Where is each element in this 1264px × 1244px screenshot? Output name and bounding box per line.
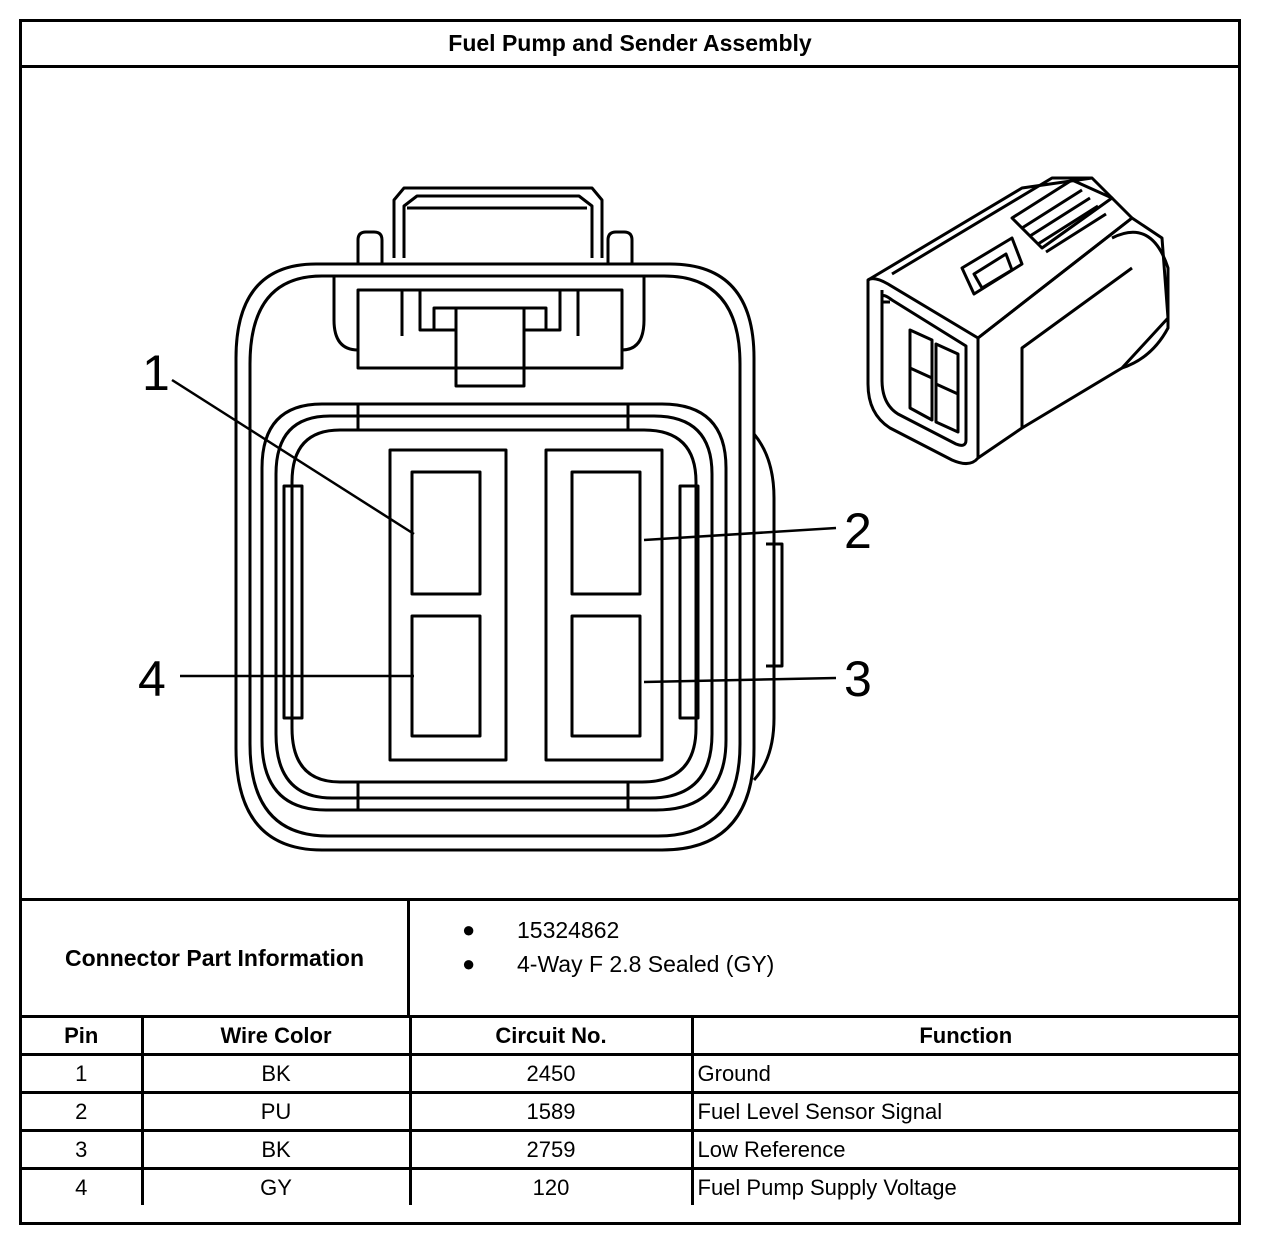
cavity-block-right <box>544 448 664 762</box>
pin-label-1: 1 <box>142 345 170 401</box>
connector-face-drawing: 1 2 3 4 <box>138 176 1170 852</box>
connector-part-information: Connector Part Information ● 15324862 ● … <box>22 898 1238 1018</box>
leader-line-3 <box>643 676 837 684</box>
table-row: 4 GY 120 Fuel Pump Supply Voltage <box>22 1167 1238 1205</box>
cell-function: Ground <box>690 1053 1238 1094</box>
cell-function: Fuel Pump Supply Voltage <box>690 1167 1238 1205</box>
connector-isometric-view <box>866 176 1170 465</box>
ring-ticks <box>356 404 630 810</box>
cell-function: Fuel Level Sensor Signal <box>690 1091 1238 1132</box>
cell-pin: 1 <box>22 1053 144 1094</box>
iso-front-inner <box>880 294 968 447</box>
connector-sheet: Fuel Pump and Sender Assembly <box>19 19 1241 1225</box>
iso-cavities <box>908 328 960 434</box>
leader-line-1 <box>171 378 415 536</box>
header-function: Function <box>690 1018 1238 1056</box>
cell-circuit-no: 2759 <box>408 1129 694 1170</box>
lock-window <box>332 276 646 352</box>
terminal-cavity-3 <box>570 614 642 738</box>
header-circuit-no: Circuit No. <box>408 1018 694 1056</box>
iso-cavity-divider <box>909 366 933 380</box>
latch-nub-left <box>356 230 384 264</box>
side-rib-left <box>282 484 304 720</box>
iso-lock-window-inner <box>972 252 1014 290</box>
lock-tab <box>418 290 562 332</box>
bullet-icon: ● <box>462 917 476 942</box>
connector-info-list: ● 15324862 ● 4-Way F 2.8 Sealed (GY) <box>462 913 774 981</box>
seal-ring-mid <box>274 414 714 800</box>
lock-step <box>400 290 580 336</box>
iso-front-face <box>866 277 980 465</box>
list-item: ● 15324862 <box>462 913 774 947</box>
seal-ring-outer <box>260 402 728 812</box>
seal-ring-inner <box>290 428 698 784</box>
table-row: 3 BK 2759 Low Reference <box>22 1129 1238 1170</box>
terminal-cavity-4 <box>410 614 482 738</box>
pin-label-3: 3 <box>844 651 872 707</box>
table-row: 2 PU 1589 Fuel Level Sensor Signal <box>22 1091 1238 1132</box>
table-header-row: Pin Wire Color Circuit No. Function <box>22 1018 1238 1056</box>
cell-pin: 4 <box>22 1167 144 1205</box>
leader-line-2 <box>643 526 837 542</box>
cell-circuit-no: 2450 <box>408 1053 694 1094</box>
pin-table: Pin Wire Color Circuit No. Function 1 BK… <box>22 1018 1238 1205</box>
lock-window-inner <box>356 290 624 370</box>
connector-description: 4-Way F 2.8 Sealed (GY) <box>517 950 775 977</box>
terminal-cavity-1 <box>410 470 482 596</box>
side-rib-right <box>678 484 700 720</box>
cell-wire-color: GY <box>140 1167 412 1205</box>
header-pin: Pin <box>22 1018 144 1056</box>
iso-notch <box>880 290 890 304</box>
header-wire-color: Wire Color <box>140 1018 412 1056</box>
connector-diagram: 1 2 3 4 <box>22 68 1238 898</box>
part-number: 15324862 <box>517 916 620 943</box>
pin-label-4: 4 <box>138 651 166 707</box>
cell-function: Low Reference <box>690 1129 1238 1170</box>
polarizer-key <box>752 433 776 782</box>
iso-lock-slots <box>1021 188 1107 254</box>
cell-circuit-no: 120 <box>408 1167 694 1205</box>
iso-top-ridge <box>891 176 1092 276</box>
table-row: 1 BK 2450 Ground <box>22 1053 1238 1094</box>
page-title: Fuel Pump and Sender Assembly <box>22 22 1238 68</box>
cell-wire-color: BK <box>140 1129 412 1170</box>
bullet-icon: ● <box>462 951 476 976</box>
polarizer-bracket <box>766 542 784 668</box>
iso-lock-window <box>960 236 1024 296</box>
connector-info-label: Connector Part Information <box>22 901 410 1015</box>
terminal-cavity-2 <box>570 470 642 596</box>
iso-rear-collar <box>1111 230 1170 370</box>
cavity-block-left <box>388 448 508 762</box>
pin-label-2: 2 <box>844 503 872 559</box>
iso-side-inner <box>1020 266 1133 428</box>
cell-pin: 2 <box>22 1091 144 1132</box>
housing-inner <box>248 274 742 838</box>
latch-outline <box>392 186 604 258</box>
cell-circuit-no: 1589 <box>408 1091 694 1132</box>
housing-outer <box>234 262 756 852</box>
cell-wire-color: PU <box>140 1091 412 1132</box>
list-item: ● 4-Way F 2.8 Sealed (GY) <box>462 947 774 981</box>
latch-nub-right <box>606 230 634 264</box>
lock-tab-body <box>454 308 526 388</box>
latch-inner <box>402 194 594 258</box>
cell-wire-color: BK <box>140 1053 412 1094</box>
cell-pin: 3 <box>22 1129 144 1170</box>
iso-lock-ramp <box>1010 178 1114 250</box>
